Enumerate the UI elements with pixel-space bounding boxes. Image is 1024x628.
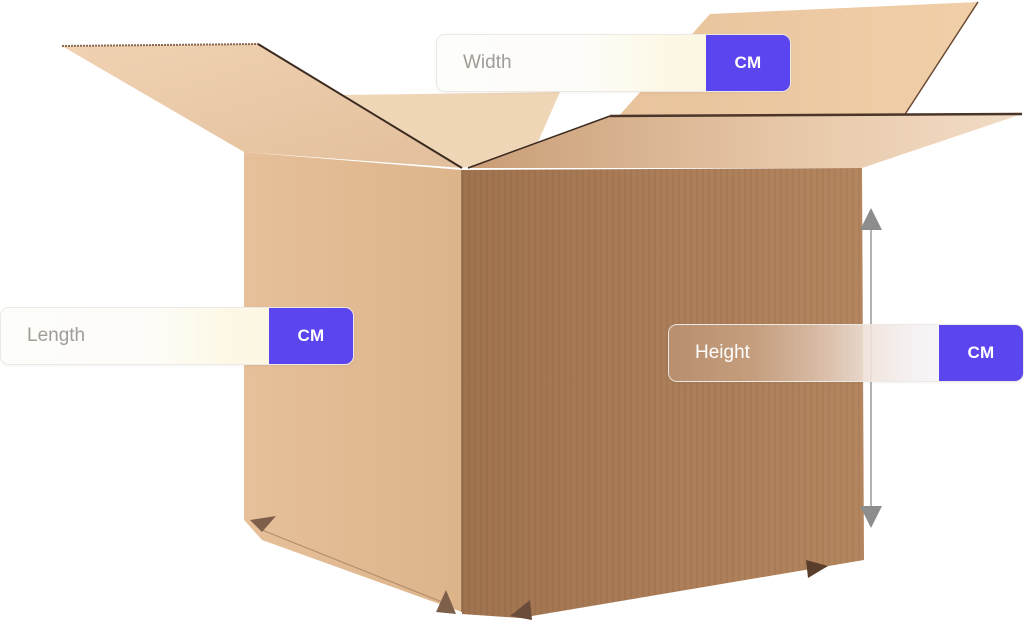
width-field: Width CM xyxy=(436,34,791,92)
corner-marker-icon xyxy=(510,600,532,620)
back-inner-flap xyxy=(340,92,560,168)
right-flap xyxy=(468,114,1022,168)
length-input[interactable]: Length xyxy=(1,308,269,364)
corner-marker-icon xyxy=(250,516,276,532)
width-input[interactable]: Width xyxy=(437,35,706,91)
height-input[interactable]: Height xyxy=(669,325,939,381)
box-left-face xyxy=(244,152,462,612)
length-unit-button[interactable]: CM xyxy=(269,308,353,364)
left-flap xyxy=(62,44,462,168)
height-field: Height CM xyxy=(668,324,1024,382)
width-unit-button[interactable]: CM xyxy=(706,35,790,91)
back-right-flap xyxy=(608,2,978,128)
corner-marker-icon xyxy=(806,560,828,578)
height-unit-button[interactable]: CM xyxy=(939,325,1023,381)
corner-marker-icon xyxy=(436,590,456,614)
length-field: Length CM xyxy=(0,307,354,365)
